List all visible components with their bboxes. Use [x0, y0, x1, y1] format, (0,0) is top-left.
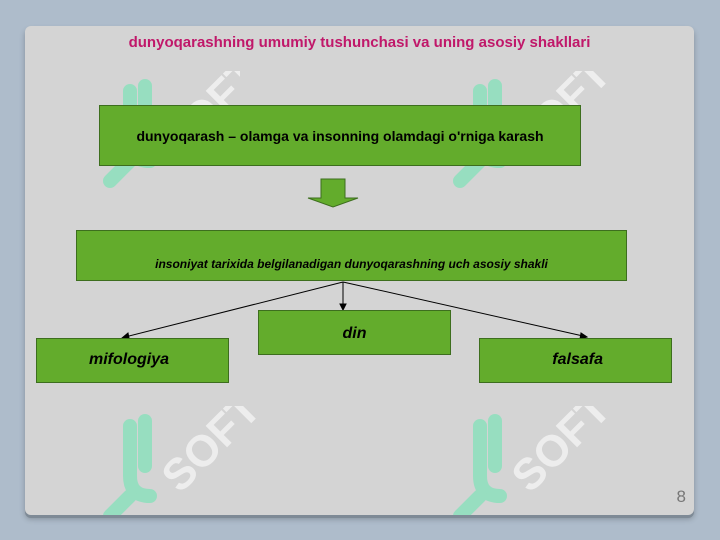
form-box-din: din — [258, 310, 451, 355]
form-box-mifologiya: mifologiya — [36, 338, 229, 383]
definition-box: dunyoqarash – olamga va insonning olamda… — [99, 105, 581, 166]
subtitle-box: insoniyat tarixida belgilanadigan dunyoq… — [76, 230, 627, 281]
form-label-din: din — [342, 325, 367, 342]
slide-title: dunyoqarashning umumiy tushunchasi va un… — [128, 34, 591, 51]
down-arrow-icon — [307, 178, 359, 208]
form-box-falsafa: falsafa — [479, 338, 672, 383]
connector-lines — [120, 178, 589, 340]
definition-text: dunyoqarash – olamga va insonning olamda… — [136, 127, 544, 144]
form-label-mifologiya: mifologiya — [89, 350, 170, 368]
connector-to-mifologiya — [124, 281, 344, 338]
slide: SOFT SOFT SOFT — [25, 26, 694, 515]
form-label-falsafa: falsafa — [552, 350, 603, 368]
page-number: 8 — [676, 487, 686, 506]
subtitle-text: insoniyat tarixida belgilanadigan dunyoq… — [155, 257, 548, 271]
connector-to-falsafa — [342, 281, 584, 337]
